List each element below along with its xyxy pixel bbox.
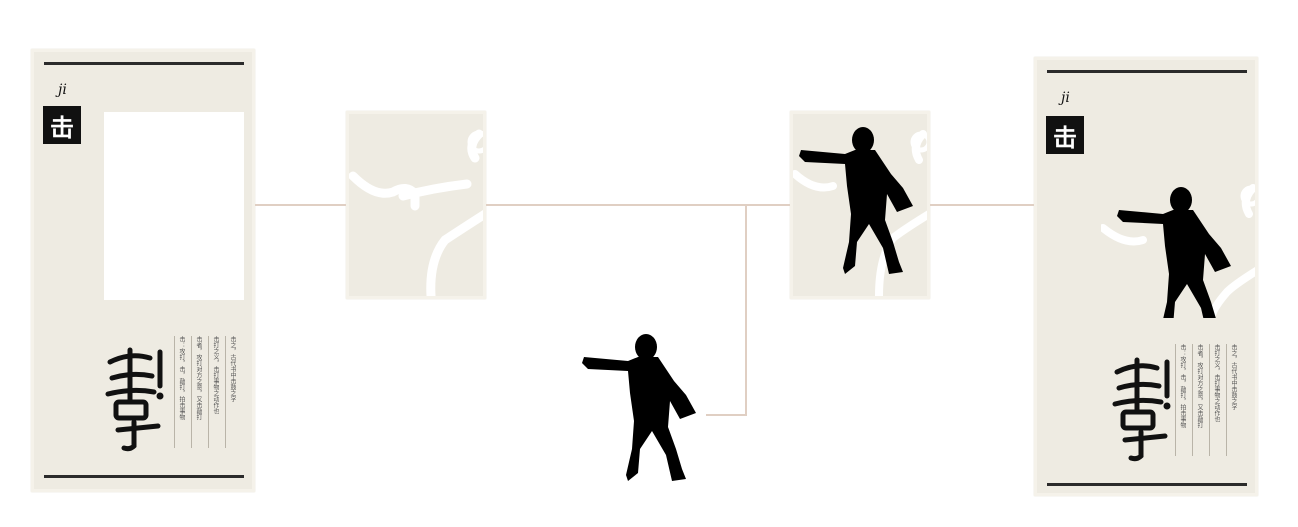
top-rule xyxy=(1047,70,1247,73)
composite-content xyxy=(1101,184,1255,318)
text-column: 击：攻打，击，敲打，拍击事物 xyxy=(1175,344,1186,456)
character-glyph: 击 xyxy=(1053,122,1077,152)
body-text: 击：攻打，击，敲打，拍击事物 击者，攻打对方之意，又击敲打 击打之义，击打事物之… xyxy=(174,336,236,448)
composite-crop-card xyxy=(790,111,930,299)
body-text: 击：攻打，击，敲打，拍击事物 击者，攻打对方之意，又击敲打 击打之义，击打事物之… xyxy=(1175,344,1237,456)
text-column: 击之，古代书中击鼓之字 xyxy=(1226,344,1237,456)
texture-crop-card xyxy=(346,111,486,299)
calligraphy-glyph xyxy=(1112,357,1171,462)
connector-branch xyxy=(706,205,747,416)
pinyin-label: ji xyxy=(58,82,67,98)
image-placeholder xyxy=(104,112,244,300)
bottom-rule xyxy=(1047,483,1247,486)
poster-card-right: ji 击 击：攻打，击，敲打，拍击事物 击者，攻打对方之意，又击敲打 xyxy=(1034,57,1258,496)
silhouette-figure xyxy=(582,334,696,481)
character-box: 击 xyxy=(43,106,81,144)
bottom-rule xyxy=(44,475,244,478)
text-column: 击打之义，击打事物之动作也 xyxy=(1209,344,1220,456)
text-column: 击打之义，击打事物之动作也 xyxy=(208,336,219,448)
poster-card-left: ji 击 击：攻打，击，敲打，拍击事物 击者，攻打对方之意，又击敲打 击打之义，… xyxy=(31,49,255,492)
text-column: 击者，攻打对方之意，又击敲打 xyxy=(191,336,202,448)
text-column: 击：攻打，击，敲打，拍击事物 xyxy=(174,336,185,448)
white-brush-strokes xyxy=(349,129,483,296)
character-glyph: 击 xyxy=(50,112,74,142)
character-box: 击 xyxy=(1046,116,1084,154)
composite-content xyxy=(793,127,927,296)
text-column: 击之，古代书中击鼓之字 xyxy=(225,336,236,448)
pinyin-label: ji xyxy=(1061,90,1070,106)
top-rule xyxy=(44,62,244,65)
text-column: 击者，攻打对方之意，又击敲打 xyxy=(1192,344,1203,456)
calligraphy-glyph xyxy=(105,347,164,452)
